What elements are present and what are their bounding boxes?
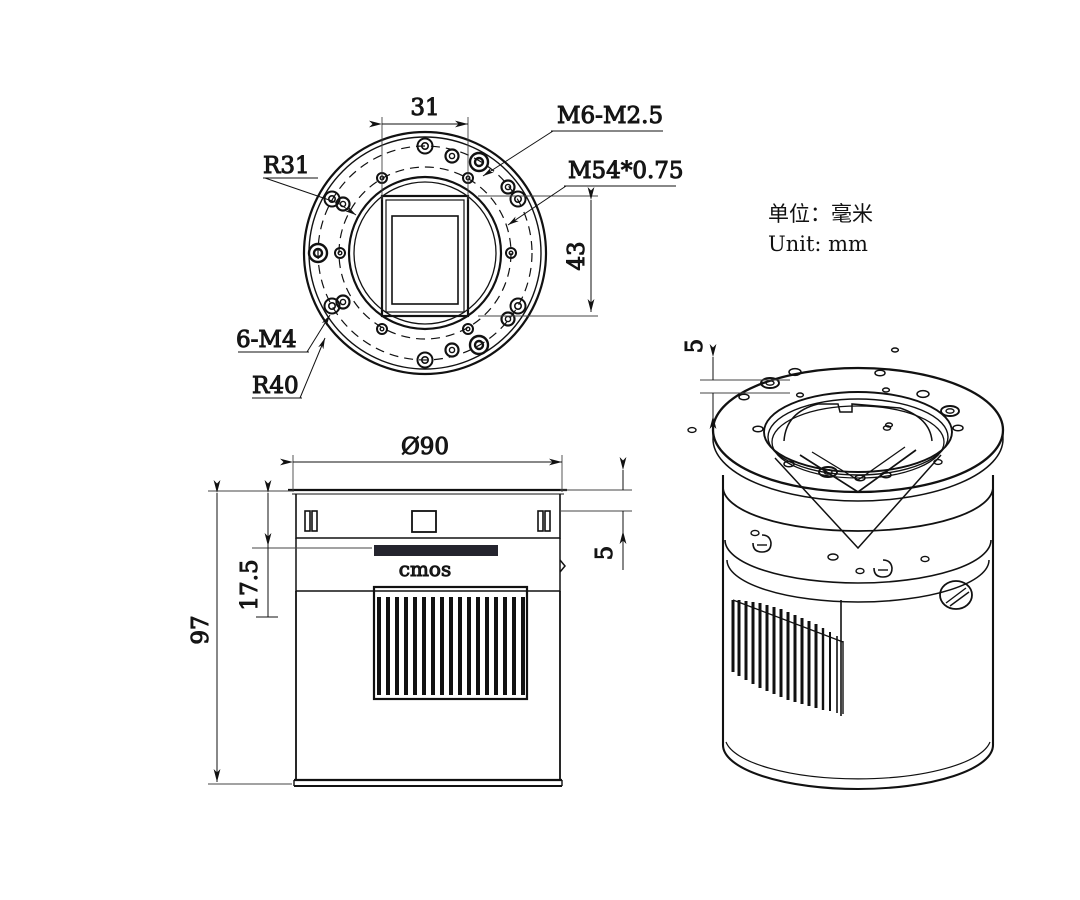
- bolt-circle-r40: [317, 145, 533, 361]
- m54-label: M54*0.75: [568, 158, 684, 184]
- dim-31-label: 31: [410, 95, 439, 121]
- aperture-ring-3: [771, 405, 945, 479]
- m4-label: 6-M4: [236, 327, 297, 353]
- aperture-ring-1: [763, 391, 953, 473]
- dim-97-label: 97: [188, 615, 214, 644]
- dim-31: [369, 117, 469, 200]
- cmos-label: cmos: [399, 557, 451, 581]
- cone-edge: [774, 454, 942, 550]
- dim-5-iso-label: 5: [682, 339, 708, 354]
- m4-hole: [509, 297, 527, 315]
- sensor-window-inner: [391, 215, 459, 305]
- sensor-window-outer: [380, 194, 470, 318]
- body-middle: [295, 538, 561, 592]
- pin-hole: [334, 247, 346, 259]
- bolt-circle-r31: [338, 166, 512, 340]
- unit-note-en: Unit: mm: [768, 232, 868, 256]
- front-view-group: cmos Ø90 97 17.5: [188, 434, 632, 787]
- aux-hole: [444, 342, 460, 358]
- leader-m6-m25: [482, 130, 663, 177]
- aux-hole: [500, 311, 516, 327]
- aux-hole: [335, 294, 351, 310]
- collar-ring-bottom: [726, 559, 990, 603]
- shutter-blade: [799, 449, 917, 494]
- dim-d90-label: Ø90: [401, 434, 449, 460]
- m54-thread-inner: [353, 181, 497, 325]
- barrel-bottom-inner: [725, 741, 991, 780]
- dim-43-label: 43: [564, 241, 590, 270]
- m6-hole-group: [307, 151, 490, 356]
- m6-hole: [468, 334, 490, 356]
- cavity-wall: [783, 403, 933, 442]
- top-view-group: 31 43 R31 R40 6-M4: [236, 95, 685, 400]
- dim-97: [208, 480, 292, 785]
- dim-5-front-label: 5: [592, 546, 618, 561]
- dim-d90: [280, 455, 563, 492]
- leader-r31: [263, 177, 357, 216]
- m4-hole: [416, 351, 434, 369]
- screw-slot: [939, 580, 973, 610]
- r40-label: R40: [252, 373, 299, 399]
- unit-note-block: 单位：毫米 Unit: mm: [768, 202, 873, 256]
- aperture-ring-2: [767, 398, 949, 476]
- m54-thread-outer: [347, 175, 503, 331]
- r31-label: R31: [263, 153, 310, 179]
- sensor-window-mid: [385, 199, 465, 313]
- body-main: [295, 591, 561, 781]
- aux-hole: [444, 148, 460, 164]
- m4-hole-group: [323, 137, 527, 369]
- leader-6-m4: [238, 314, 331, 353]
- heatsink-fins: [372, 585, 529, 701]
- m6-m25-label: M6-M2.5: [557, 103, 663, 129]
- flange-outer-circle: [302, 130, 548, 376]
- pin-hole: [505, 247, 517, 259]
- pin-hole: [462, 323, 474, 335]
- pin-hole: [376, 323, 388, 335]
- dim-17-5: [252, 480, 372, 618]
- leader-r40: [252, 337, 326, 399]
- leader-m54: [507, 185, 676, 226]
- m4-hole: [416, 137, 434, 155]
- flange-slot-group: [304, 510, 551, 533]
- dim-17-5-label: 17.5: [237, 559, 263, 610]
- barrel-heatsink-fins: [731, 599, 844, 716]
- flange-body: [295, 494, 561, 539]
- collar-ring-top: [722, 486, 994, 532]
- flange-disc-thickness: [712, 438, 1004, 502]
- flange-disc-hole-group: [687, 347, 964, 482]
- unit-note-cn: 单位：毫米: [768, 202, 873, 226]
- aux-hole-group: [335, 148, 516, 358]
- m6-hole: [307, 242, 329, 264]
- dim-43: [478, 187, 598, 317]
- dim-5-iso: [700, 344, 790, 430]
- m4-hole: [323, 297, 341, 315]
- cmos-sensor-bar: [374, 545, 498, 556]
- collar-feature-group: [750, 529, 973, 610]
- iso-view-group: 5: [682, 338, 1005, 791]
- aux-hole: [500, 179, 516, 195]
- m6-hole: [468, 151, 490, 173]
- collar-ring-mid: [724, 539, 992, 584]
- dim-5-front: [560, 457, 632, 570]
- barrel-body: [721, 475, 995, 791]
